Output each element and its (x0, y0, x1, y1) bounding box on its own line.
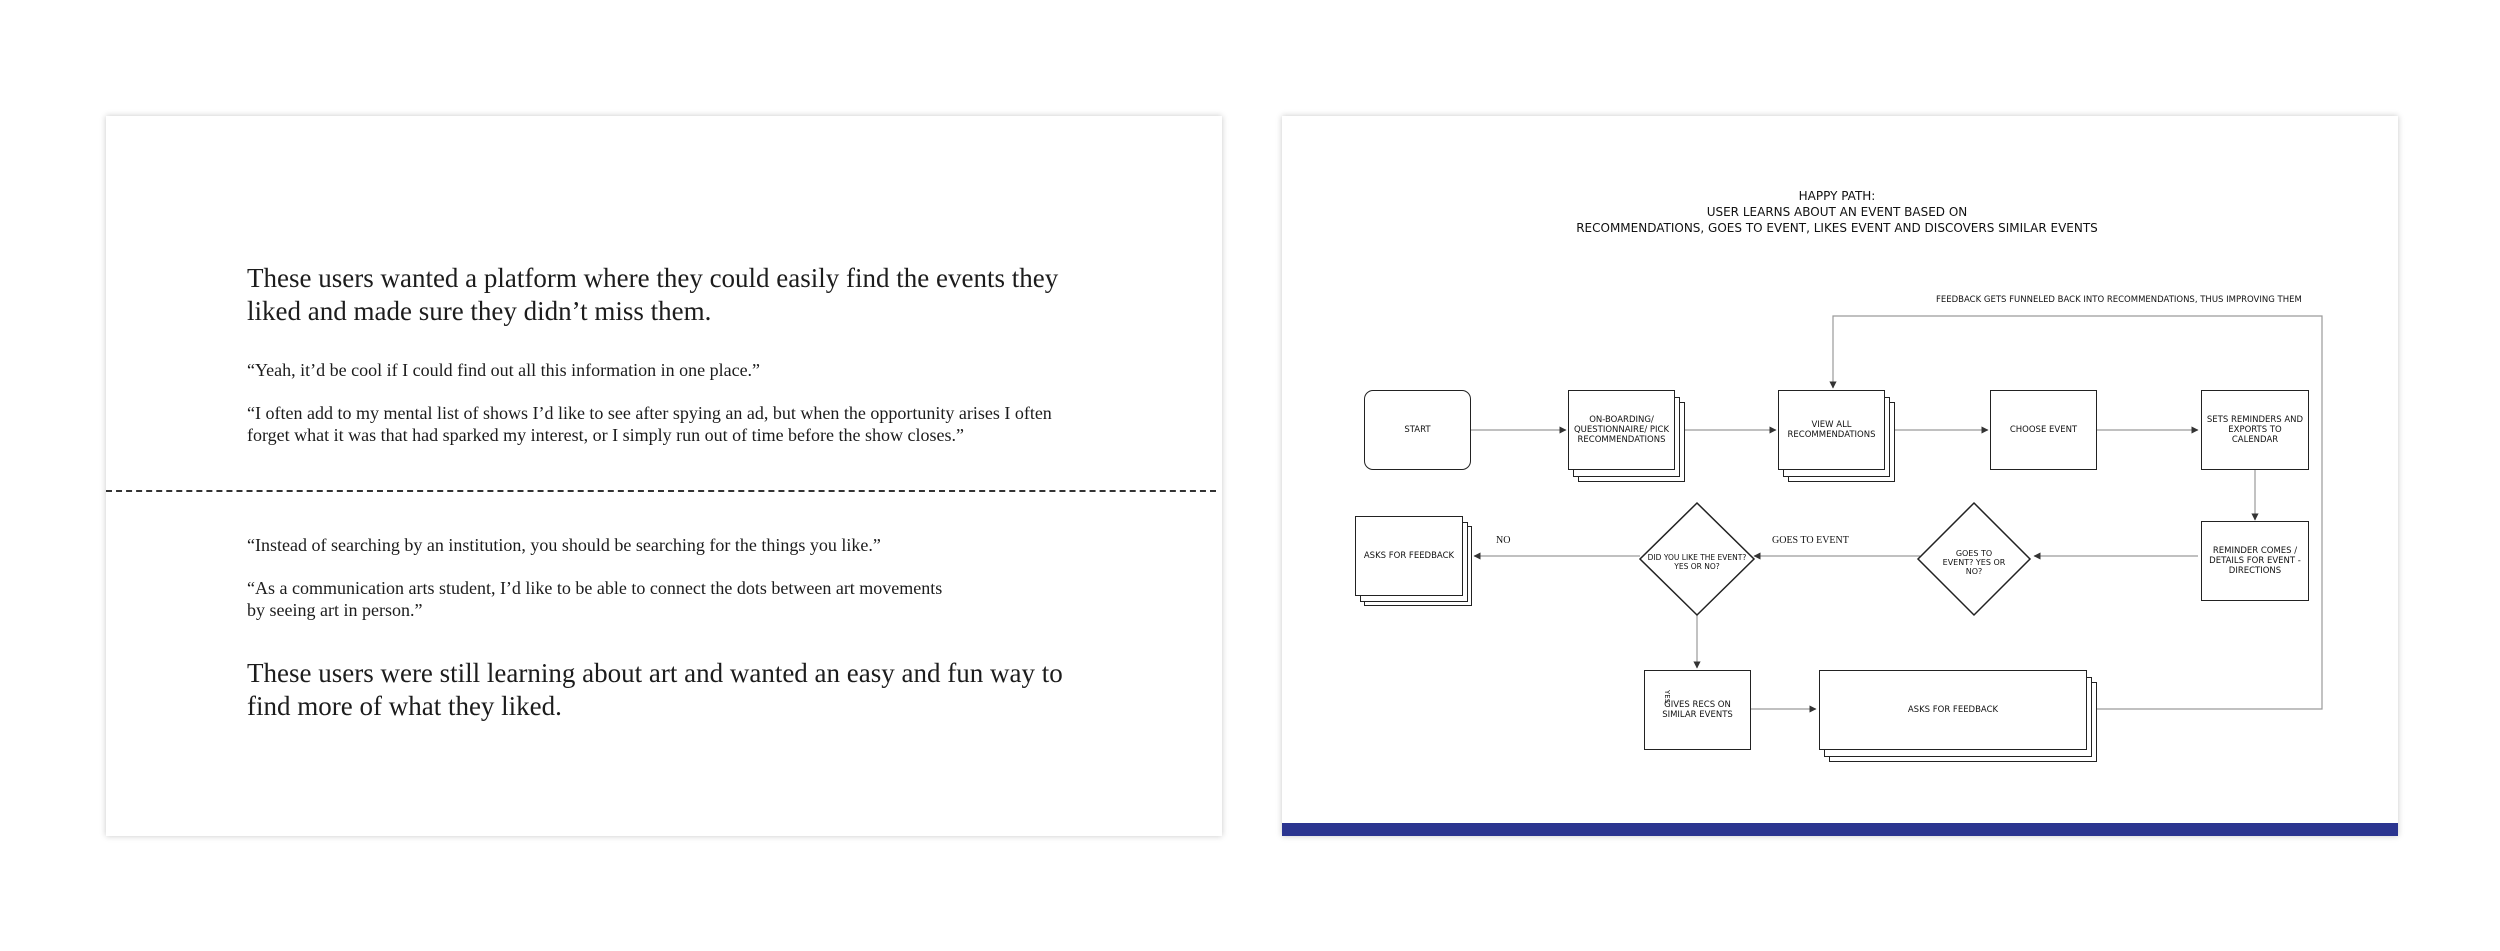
headline-top: These users wanted a platform where they… (247, 263, 1059, 326)
edge-label-yes: YES (1663, 690, 1671, 704)
node-onboarding: ON-BOARDING/ QUESTIONNAIRE/ PICK RECOMME… (1568, 390, 1675, 470)
node-asks-feedback-bottom: ASKS FOR FEEDBACK (1819, 670, 2087, 750)
flow-title-line3: RECOMMENDATIONS, GOES TO EVENT, LIKES EV… (1576, 221, 2098, 235)
edge-label-no: NO (1496, 535, 1511, 546)
quote-institution: “Instead of searching by an institution,… (247, 535, 881, 555)
happy-path-slide: HAPPY PATH: USER LEARNS ABOUT AN EVENT B… (1282, 116, 2398, 836)
node-did-you-like: DID YOU LIKE THE EVENT? YES OR NO? (1647, 553, 1747, 571)
headline-bottom: These users were still learning about ar… (247, 658, 1063, 721)
node-goes-to-event: GOES TO EVENT? YES OR NO? (1942, 549, 2006, 576)
flow-title: HAPPY PATH: USER LEARNS ABOUT AN EVENT B… (1282, 188, 2392, 236)
node-view-all: VIEW ALL RECOMMENDATIONS (1778, 390, 1885, 470)
flow-connectors (1470, 315, 2323, 713)
feedback-note: FEEDBACK GETS FUNNELED BACK INTO RECOMME… (1936, 295, 2302, 305)
quote-communication-arts-line2: by seeing art in person.” (247, 600, 423, 620)
dashed-divider (106, 490, 1216, 492)
research-slide: These users wanted a platform where they… (106, 116, 1222, 836)
node-choose-event: CHOOSE EVENT (1990, 390, 2097, 470)
quote-communication-arts-line1: “As a communication arts student, I’d li… (247, 578, 943, 598)
quote-one-place: “Yeah, it’d be cool if I could find out … (247, 360, 761, 380)
node-sets-reminders: SETS REMINDERS AND EXPORTS TO CALENDAR (2201, 390, 2309, 470)
edge-feedback-loop (1829, 315, 2323, 710)
node-gives-recs: GIVES RECS ON SIMILAR EVENTS (1644, 670, 1751, 750)
node-reminder-comes: REMINDER COMES / DETAILS FOR EVENT - DIR… (2201, 521, 2309, 601)
node-asks-feedback-left: ASKS FOR FEEDBACK (1355, 516, 1463, 596)
edge-label-goes-to-event: GOES TO EVENT (1772, 535, 1849, 546)
diamond-goes-to-event (1916, 501, 2032, 617)
accent-band (1282, 823, 2398, 836)
quote-communication-arts: “As a communication arts student, I’d li… (247, 577, 1127, 621)
diamond-did-you-like (1638, 501, 1756, 617)
flow-title-line1: HAPPY PATH: (1798, 189, 1876, 203)
flow-title-line2: USER LEARNS ABOUT AN EVENT BASED ON (1706, 205, 1968, 219)
quote-mental-list: “I often add to my mental list of shows … (247, 403, 1052, 445)
node-start: START (1364, 390, 1471, 470)
